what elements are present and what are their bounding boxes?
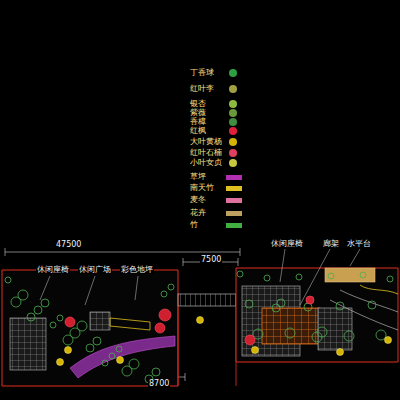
legend-text: 麦冬 (190, 196, 206, 204)
flower-symbol (337, 349, 344, 356)
shrub-symbol (41, 299, 49, 307)
legend-swatch (229, 118, 237, 126)
legend-swatch (229, 149, 237, 157)
shrub-symbol (360, 272, 366, 278)
legend-swatch (226, 211, 242, 216)
shrub-symbol (27, 313, 35, 321)
shrub-symbol (109, 353, 115, 359)
tree-symbol (65, 317, 75, 327)
shrub-symbol (116, 346, 122, 352)
shrub-symbol (296, 274, 302, 280)
tree-symbol (245, 335, 255, 345)
legend-swatch (226, 198, 242, 203)
shrub-symbol (161, 291, 167, 297)
legend-text: 花卉 (190, 209, 206, 217)
shrub-symbol (344, 331, 354, 341)
legend-text: 红叶李 (190, 85, 214, 93)
shrub-symbol (50, 322, 56, 328)
flower-symbol (117, 357, 124, 364)
legend-text: 红枫 (190, 127, 206, 135)
legend-text: 竹 (190, 221, 198, 229)
shrub-symbol (237, 271, 243, 277)
shrub-symbol (368, 301, 376, 309)
flower-symbol (385, 337, 392, 344)
dimension-text: 47500 (55, 241, 82, 249)
legend-text: 小叶女贞 (190, 159, 222, 167)
shrub-symbol (102, 360, 108, 366)
shrub-symbol (86, 344, 94, 352)
legend-swatch (229, 69, 237, 77)
plan-label: 休闲座椅 (270, 240, 304, 248)
plan-label: 彩色地坪 (120, 266, 154, 274)
legend-swatch (226, 186, 242, 191)
plan-label: 水平台 (346, 240, 372, 248)
shrub-symbol (387, 276, 393, 282)
shrub-symbol (272, 304, 280, 312)
legend-text: 红叶石楠 (190, 149, 222, 157)
legend-swatch (229, 109, 237, 117)
shrub-symbol (277, 299, 285, 307)
shrub-symbol (328, 273, 334, 279)
legend-text: 紫薇 (190, 109, 206, 117)
dimension-text: 8700 (148, 380, 170, 388)
shrub-symbol (34, 306, 42, 314)
shrub-symbol (63, 335, 73, 345)
legend-text: 香樟 (190, 118, 206, 126)
legend-swatch (229, 159, 237, 167)
shrub-symbol (11, 297, 21, 307)
shrub-symbol (285, 328, 295, 338)
shrub-symbol (152, 368, 160, 376)
tree-symbol (155, 323, 165, 333)
legend-text: 草坪 (190, 173, 206, 181)
plan-label: 休闲广场 (78, 266, 112, 274)
shrub-symbol (5, 277, 11, 283)
flower-symbol (252, 347, 259, 354)
legend-swatch (229, 127, 237, 135)
shrub-symbol (93, 337, 101, 345)
legend-text: 南天竹 (190, 184, 214, 192)
shrub-symbol (122, 366, 132, 376)
dimension-text: 7500 (200, 256, 222, 264)
legend-text: 大叶黄杨 (190, 138, 222, 146)
shrub-symbol (312, 332, 322, 342)
plan-label: 廊架 (322, 240, 340, 248)
tree-symbol (159, 309, 171, 321)
shrub-symbol (336, 302, 344, 310)
legend-swatch (229, 85, 237, 93)
legend-swatch (229, 138, 237, 146)
shrub-symbol (57, 315, 63, 321)
legend-text: 丁香球 (190, 69, 214, 77)
legend-swatch (226, 223, 242, 228)
shrub-symbol (376, 330, 386, 340)
flower-symbol (65, 347, 72, 354)
plan-label: 休闲座椅 (36, 266, 70, 274)
legend-swatch (229, 100, 237, 108)
legend-swatch (226, 175, 242, 180)
shrub-symbol (264, 275, 270, 281)
legend-text: 银杏 (190, 100, 206, 108)
shrub-symbol (245, 300, 253, 308)
flower-symbol (197, 317, 204, 324)
shrub-symbol (168, 284, 174, 290)
tree-symbol (306, 296, 314, 304)
flower-symbol (57, 359, 64, 366)
